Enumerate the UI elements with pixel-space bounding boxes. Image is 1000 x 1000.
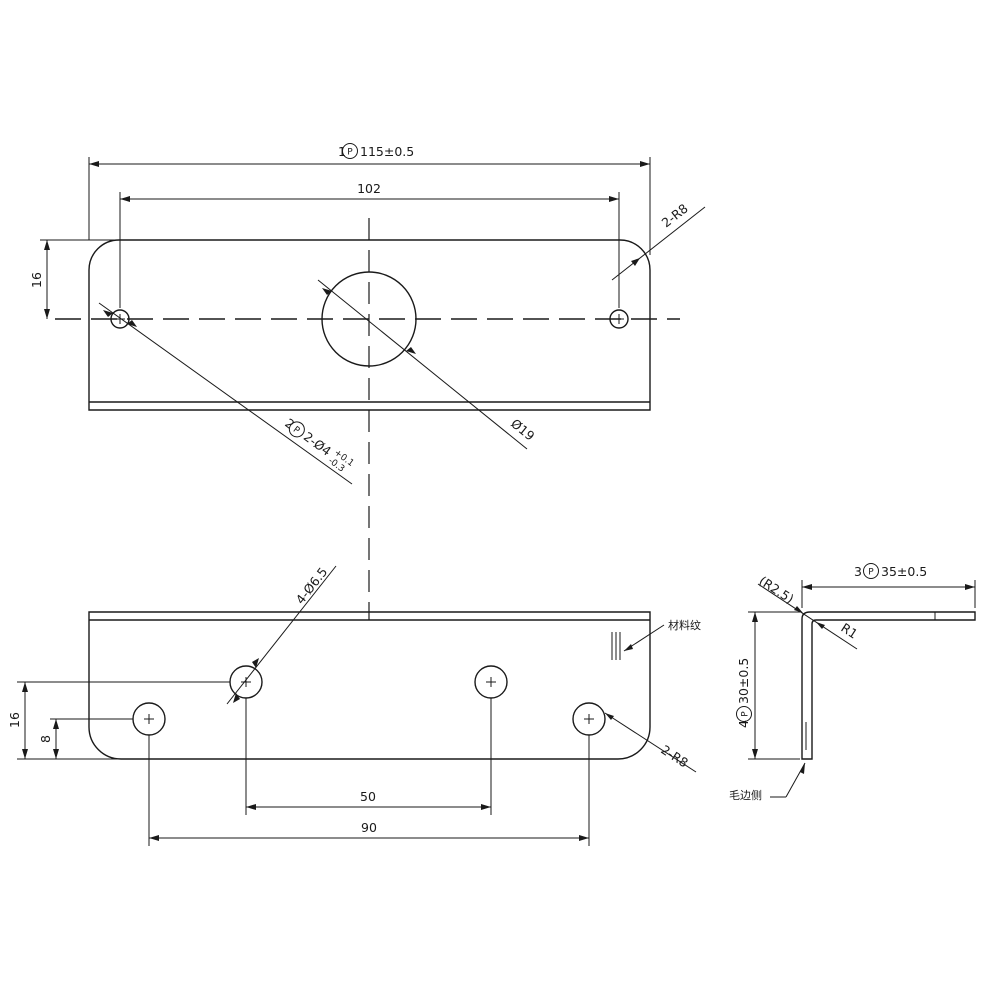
side-height-mark: P [741,711,751,717]
side-view-profile [801,611,976,760]
material-grain-note: 材料纹 [611,618,701,660]
side-height-value: 30±0.5 [736,658,751,704]
overall-length-value: 115±0.5 [360,144,414,159]
p-mark-icon [342,143,358,159]
p-mark-icon [288,421,305,438]
small-holes-mark: P [291,425,302,437]
material-grain-text: 材料纹 [668,618,701,632]
small-holes-prefix: 2-Ø4 [301,429,334,459]
flange-length-item: 3 [854,564,862,579]
mount-holes-callout: 4-Ø6.5 [226,564,337,705]
side-height-item: 4 [736,720,751,728]
front-hole-height-value: 8 [38,735,53,743]
mount-hole-1 [132,702,166,736]
front-hole-height-dimension: 8 [38,718,133,759]
p-mark-icon [736,706,752,722]
outer-spacing-dimension: 90 [148,735,590,846]
top-corner-radius-text: 2-R8 [659,201,691,231]
inner-radius-text: R1 [838,620,860,642]
top-view-outline [88,239,651,411]
mount-hole-3 [474,665,508,699]
outer-radius-text: (R2.5) [756,573,796,606]
bend-radius-callout: (R2.5) R1 [756,573,860,650]
flange-length-mark: P [868,568,874,578]
overall-length-mark: P [347,148,353,158]
overall-length-dimension: 1 P 115±0.5 [88,143,651,255]
inner-spacing-dimension: 50 [245,698,492,815]
hole-spacing-value: 102 [357,181,381,196]
top-hole-offset-dimension: 16 [29,239,119,319]
front-height-dimension: 16 [7,681,230,760]
flange-length-value: 35±0.5 [881,564,927,579]
p-mark-icon [863,563,879,579]
burr-side-text: 毛边侧 [729,789,762,802]
mount-holes-text: 4-Ø6.5 [293,564,331,606]
top-view: 1 P 115±0.5 102 2-R8 16 [29,143,706,620]
front-view: 4-Ø6.5 材料纹 16 8 [7,564,701,846]
side-view: 3 P 35±0.5 4 P 30±0.5 (R2.5) R1 [729,563,976,802]
flange-length-dimension: 3 P 35±0.5 [801,563,976,608]
small-hole-right [609,309,629,329]
center-hole-text: Ø19 [508,416,537,444]
front-view-outline [88,611,651,760]
outer-spacing-value: 90 [361,820,377,835]
center-hole-callout: Ø19 [317,279,538,450]
center-hole [321,271,417,367]
hole-spacing-dimension: 102 [119,181,620,308]
burr-side-note: 毛边侧 [729,762,806,802]
front-height-value: 16 [7,712,22,728]
top-hole-offset-value: 16 [29,272,44,288]
overall-length-item: 1 [338,144,346,159]
mount-hole-2 [229,665,263,699]
side-height-dimension: 4 P 30±0.5 [736,611,800,760]
small-holes-callout: 2 P 2-Ø4 +0.1 -0.3 [98,302,355,485]
mount-hole-4 [572,702,606,736]
inner-spacing-value: 50 [360,789,376,804]
small-hole-left [110,309,130,329]
